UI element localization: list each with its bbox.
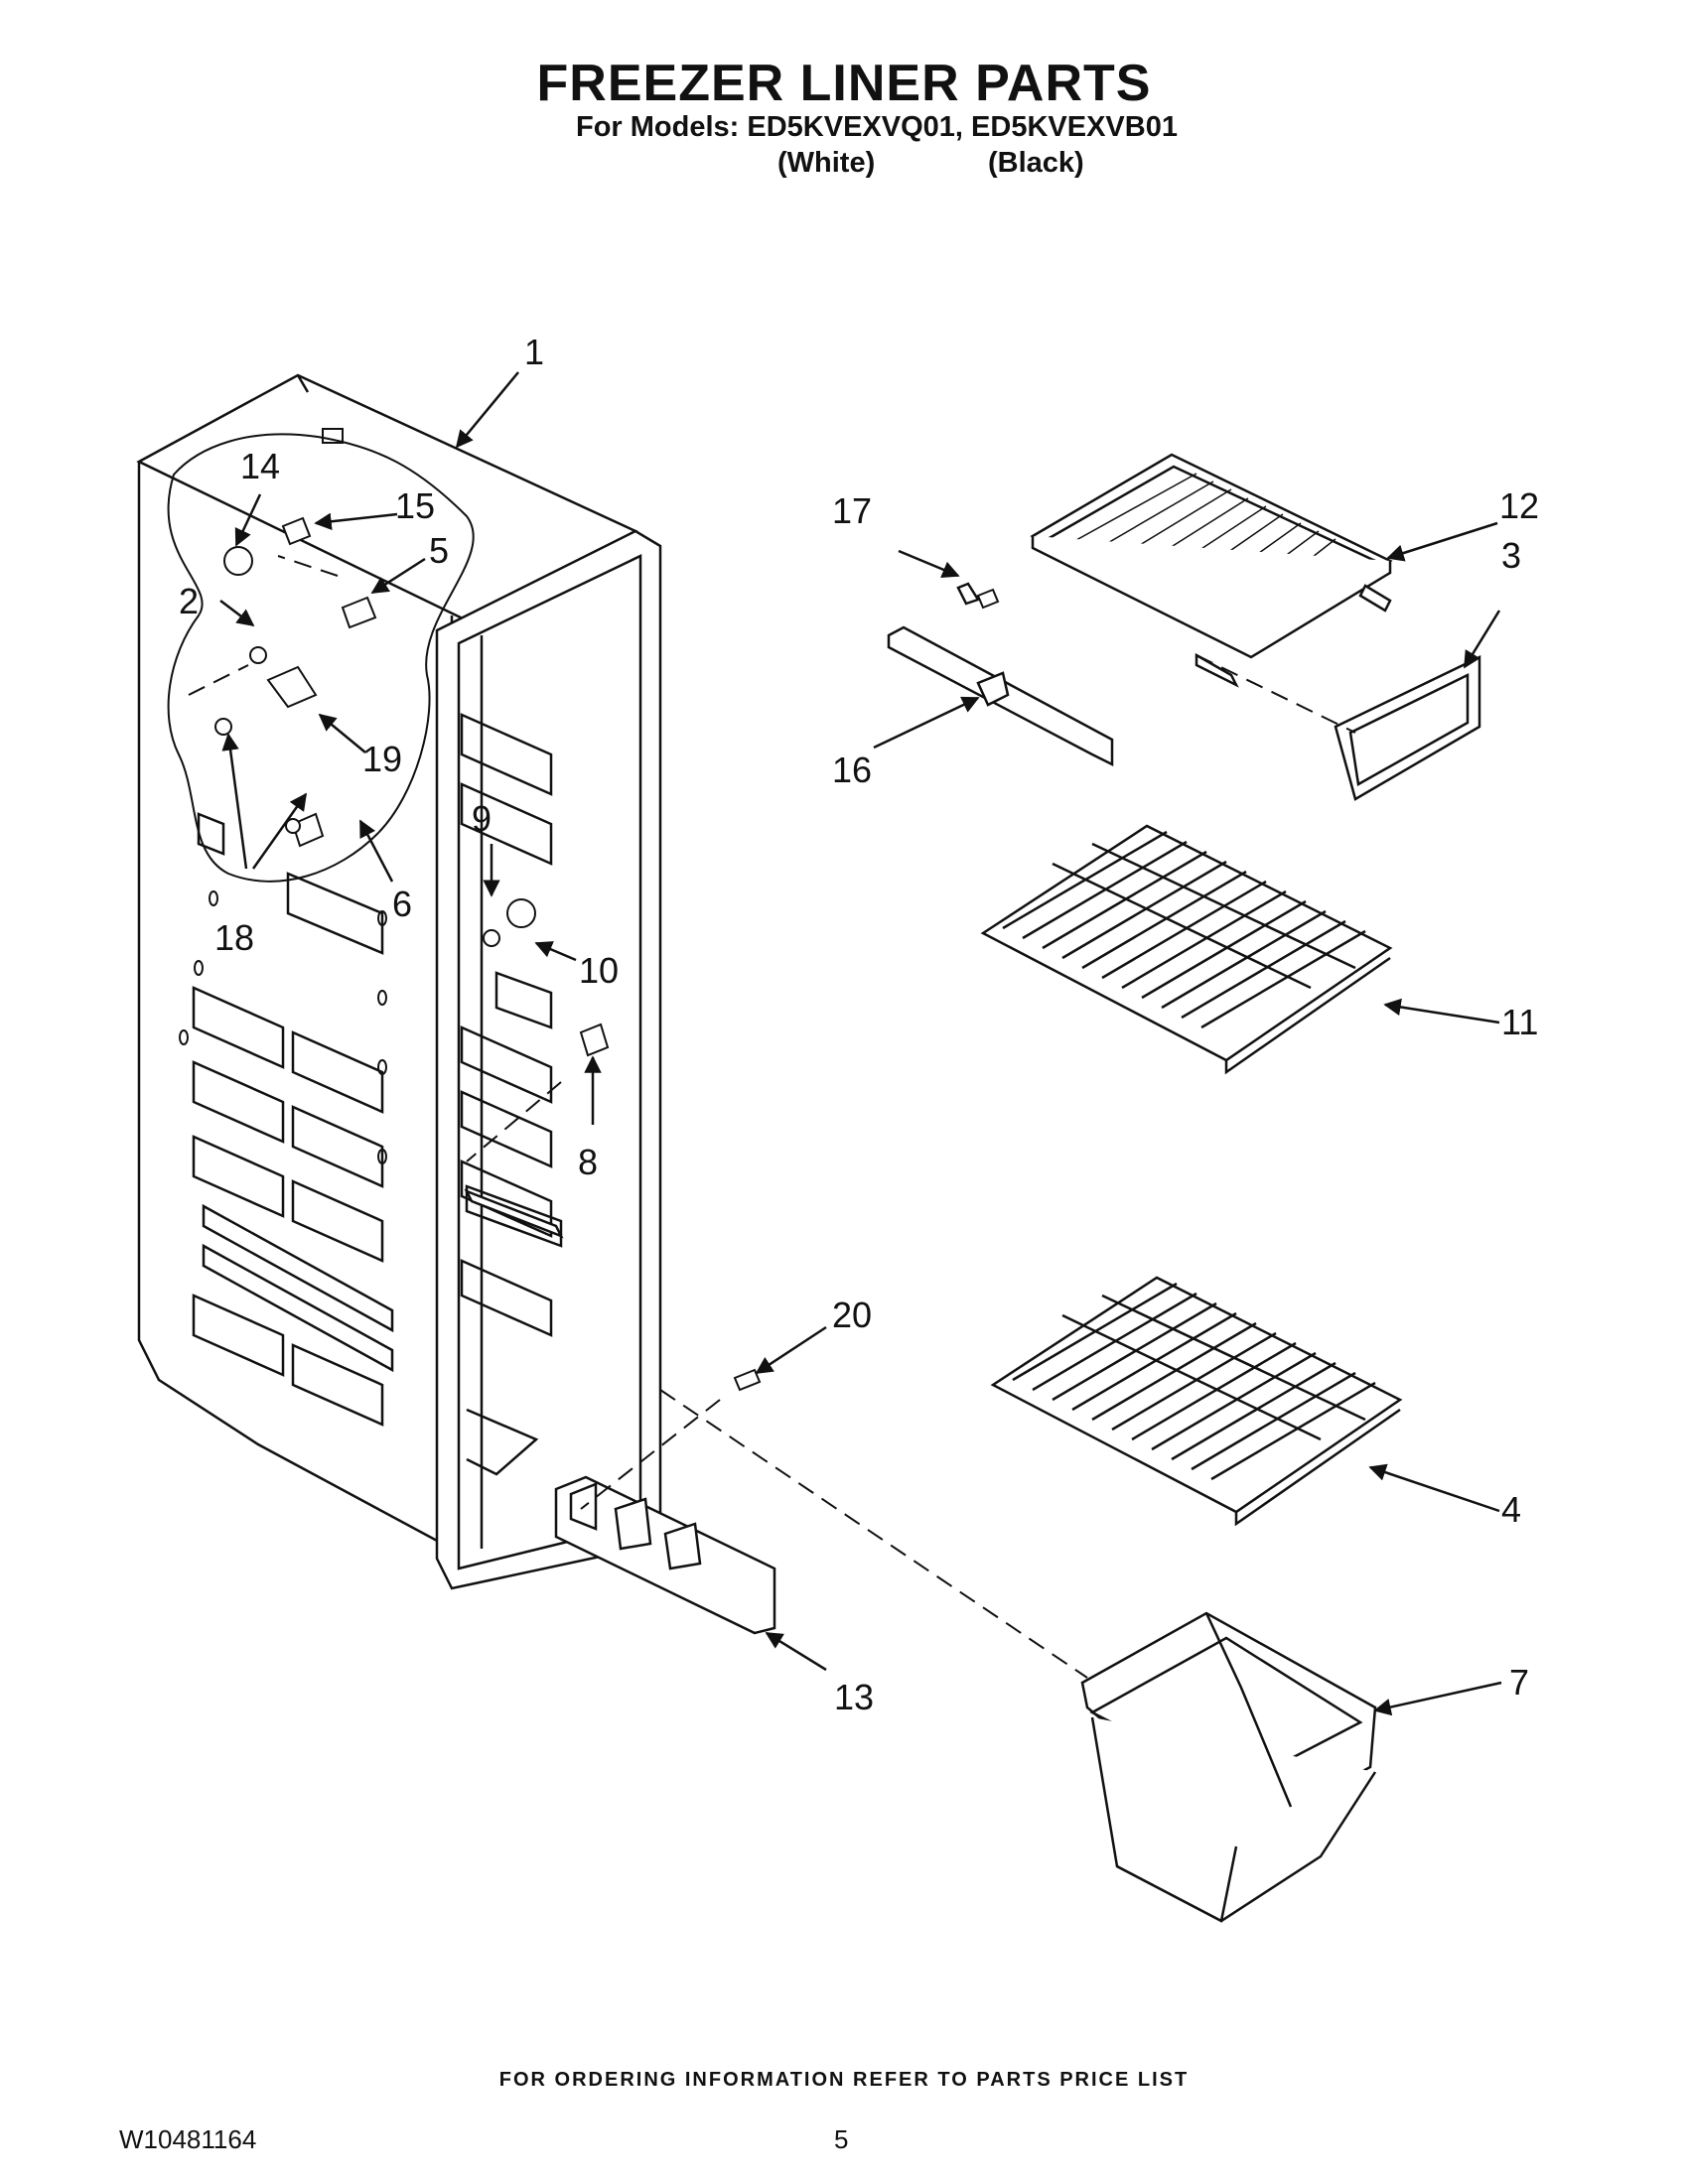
shelf-bracket-drawing: [887, 582, 1114, 767]
callout-8: 8: [578, 1142, 598, 1182]
callout-9: 9: [472, 798, 492, 839]
liner-hardware: [214, 516, 1000, 1392]
callout-15: 15: [395, 485, 435, 526]
callout-4: 4: [1501, 1489, 1521, 1530]
callout-12: 12: [1499, 485, 1539, 526]
freezer-liner-drawing: [136, 373, 662, 1590]
callout-19: 19: [362, 739, 402, 779]
wire-shelf-lower-drawing: [990, 1276, 1403, 1527]
callout-11: 11: [1501, 1002, 1538, 1042]
callout-14: 14: [240, 446, 280, 486]
callout-3: 3: [1501, 535, 1521, 576]
models-line: For Models: ED5KVEXVQ01, ED5KVEXVB01: [576, 111, 1178, 143]
callout-17: 17: [832, 490, 872, 531]
callout-13: 13: [834, 1677, 874, 1717]
callout-arrows: [219, 371, 1502, 1716]
callout-5: 5: [429, 530, 449, 571]
variant-black-label: (Black): [988, 147, 1084, 179]
shelf-frame-drawing: [1030, 453, 1393, 688]
callout-7: 7: [1509, 1662, 1529, 1703]
callout-2: 2: [179, 581, 199, 621]
assembly-leader-lines: [188, 555, 1356, 1679]
callout-1: 1: [524, 332, 544, 372]
document-number: W10481164: [119, 2124, 257, 2154]
page-number: 5: [834, 2124, 849, 2154]
page-title: FREEZER LINER PARTS: [536, 55, 1152, 112]
callout-6: 6: [392, 884, 412, 924]
callout-16: 16: [832, 750, 872, 790]
freezer-bin-drawing: [1080, 1611, 1377, 1923]
callout-10: 10: [579, 950, 619, 991]
ordering-note: FOR ORDERING INFORMATION REFER TO PARTS …: [498, 2069, 1190, 2091]
wire-shelf-upper-drawing: [980, 824, 1393, 1075]
variant-white-label: (White): [777, 147, 876, 179]
shelf-trim-drawing: [1334, 655, 1481, 801]
bottom-rail-drawing: [554, 1475, 776, 1635]
callout-20: 20: [832, 1295, 872, 1335]
callout-18: 18: [214, 917, 254, 958]
